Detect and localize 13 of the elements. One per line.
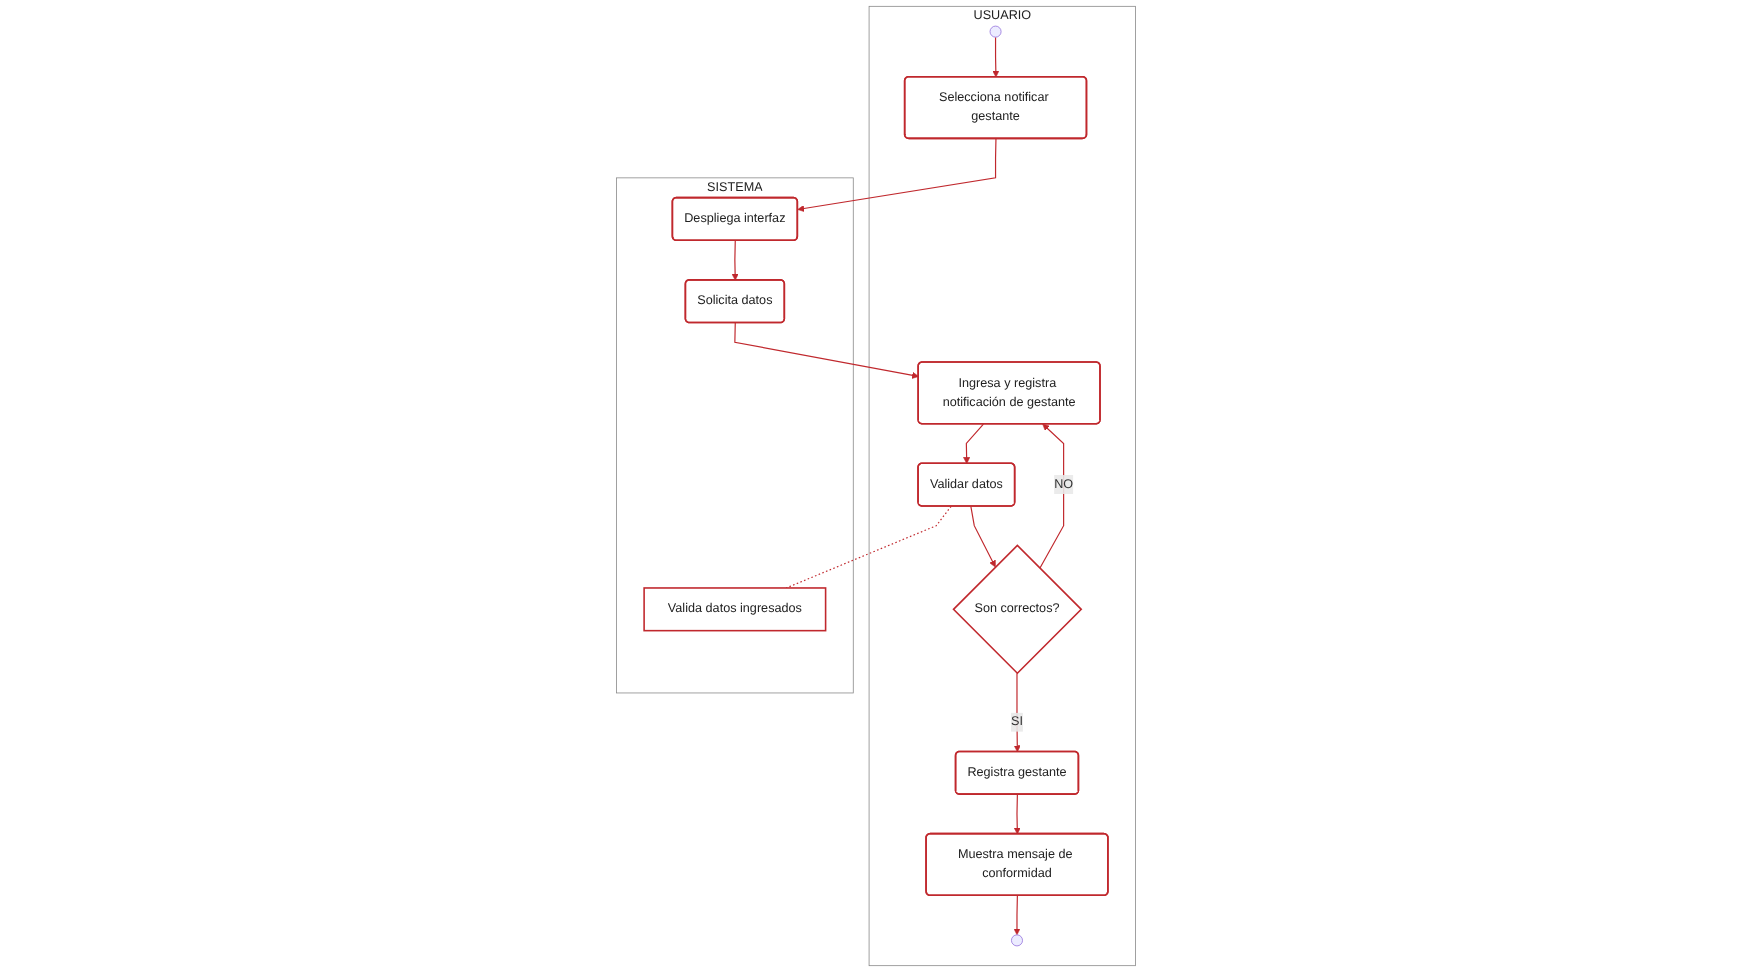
- arrow: [992, 36, 1000, 78]
- arrow: [731, 240, 739, 281]
- arrow: [1013, 672, 1021, 753]
- arrow: [1039, 423, 1065, 569]
- arrow: [734, 322, 919, 379]
- arrow: [970, 505, 996, 568]
- arrow: [1013, 793, 1021, 835]
- node-circle: [989, 25, 1002, 38]
- node-circle: [1011, 934, 1023, 947]
- arrow: [1013, 895, 1021, 936]
- arrow: [797, 138, 997, 212]
- arrow: [963, 423, 985, 464]
- connector: [785, 505, 952, 589]
